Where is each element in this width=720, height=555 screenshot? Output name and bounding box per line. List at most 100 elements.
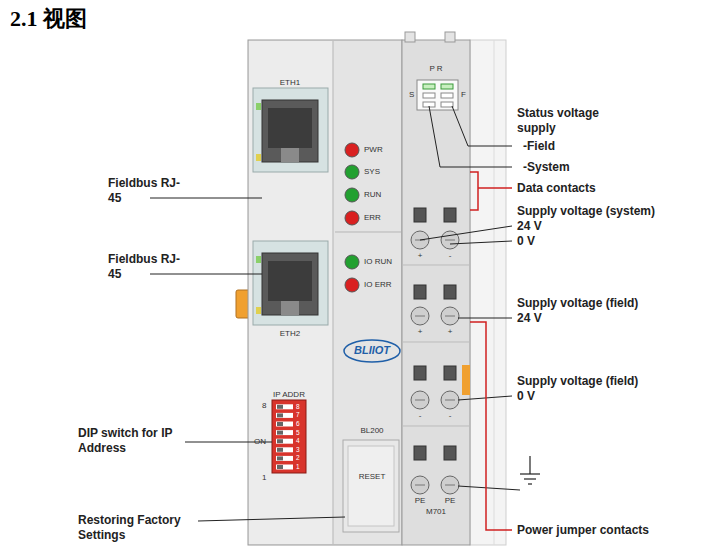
terminal-opening — [444, 208, 456, 222]
device-marking: IP ADDR — [273, 390, 305, 400]
reset-button — [348, 446, 394, 526]
dip-number: 2 — [296, 455, 300, 462]
callout-label: Fieldbus RJ-45 — [108, 176, 180, 206]
device-marking: ON — [254, 437, 266, 447]
callout-label: -Field — [523, 139, 555, 154]
reset-button — [343, 440, 399, 532]
section-title: 2.1 视图 — [10, 6, 87, 32]
callout-label: 0 V — [517, 234, 535, 249]
dip-slider — [277, 413, 283, 417]
terminal-clamp — [411, 307, 429, 325]
terminal-clamp — [411, 476, 429, 494]
dip-slot — [276, 430, 293, 435]
callout-label: 24 V — [517, 311, 542, 326]
terminal-module — [462, 365, 470, 395]
device-marking: ERR — [364, 213, 381, 223]
callout-label: -System — [523, 160, 570, 175]
callout-label: Supply voltage (field) — [517, 374, 638, 389]
dip-slider — [277, 405, 283, 409]
leader-lines — [420, 226, 512, 240]
device-marking: PE — [415, 496, 426, 506]
terminal-clamp — [441, 476, 459, 494]
leader-lines — [458, 486, 520, 490]
terminal-clamp — [445, 316, 455, 317]
eth1-port — [256, 103, 261, 110]
terminal-module — [402, 32, 470, 545]
device-marking: - — [449, 251, 452, 261]
ground-symbol — [520, 456, 540, 484]
eth2-port — [262, 253, 318, 315]
callout-label: Data contacts — [517, 181, 596, 196]
status-leds — [345, 143, 359, 157]
dip-switch — [272, 400, 306, 473]
coupler-housing — [248, 40, 402, 545]
dip-number: 8 — [296, 404, 300, 411]
dip-switch — [272, 400, 306, 473]
device-marking: S — [409, 90, 414, 100]
eth1-port — [262, 100, 318, 162]
status-leds — [345, 278, 359, 292]
dip-slot — [276, 465, 293, 470]
terminal-module — [423, 84, 435, 89]
callout-label: Fieldbus RJ-45 — [108, 252, 180, 282]
dip-slider — [277, 422, 283, 426]
eth1-port — [253, 88, 328, 172]
terminal-clamp — [441, 307, 459, 325]
leader-lines — [450, 241, 512, 244]
device-marking: PE — [445, 496, 456, 506]
device-marking: BL200 — [360, 426, 383, 436]
terminal-module — [445, 32, 455, 42]
eth1-port — [268, 108, 312, 148]
rail — [470, 40, 506, 545]
terminal-module — [441, 93, 453, 98]
dip-number: 6 — [296, 421, 300, 428]
terminal-module — [441, 102, 453, 107]
dip-slider — [277, 439, 283, 443]
device-marking: + — [418, 327, 423, 337]
ground-symbol — [520, 473, 540, 474]
device-marking: IO ERR — [364, 280, 392, 290]
dip-slot — [276, 439, 293, 444]
dip-slider — [277, 448, 283, 452]
eth1-port — [256, 154, 261, 161]
dip-slider — [277, 431, 283, 435]
leader-lines — [150, 198, 262, 199]
leader-lines — [150, 106, 520, 521]
red-brackets — [478, 187, 512, 189]
terminal-clamp — [445, 400, 455, 401]
callout-label: Power jumper contacts — [517, 523, 649, 538]
dip-number: 5 — [296, 430, 300, 437]
dip-slot — [276, 422, 293, 427]
coupler-housing — [249, 41, 333, 544]
device-marking: P R — [429, 64, 442, 74]
device-marking: 1 — [262, 473, 266, 483]
terminal-clamp — [445, 485, 455, 486]
terminals — [411, 208, 459, 494]
ground-symbol — [524, 478, 536, 479]
callout-label: Supply voltage (field) — [517, 296, 638, 311]
device-marking: IO RUN — [364, 257, 392, 267]
status-leds — [345, 165, 359, 179]
device-marking: F — [461, 90, 466, 100]
eth2-port — [253, 241, 328, 325]
eth2-port — [256, 256, 261, 263]
status-leds — [345, 143, 359, 292]
eth1-port — [253, 88, 328, 172]
leader-lines — [458, 396, 512, 400]
device-marking: RUN — [364, 190, 381, 200]
leader-lines — [198, 517, 345, 521]
dip-number: 1 — [296, 464, 300, 471]
callout-label: 24 V — [517, 219, 542, 234]
device-marking: SYS — [364, 167, 380, 177]
ground-symbol — [529, 456, 530, 474]
eth2-port — [256, 307, 261, 314]
ground-symbol — [528, 483, 532, 484]
logo-swoosh — [344, 340, 400, 362]
dip-slider — [277, 465, 283, 469]
callout-label: 0 V — [517, 389, 535, 404]
terminal-clamp — [415, 485, 425, 486]
terminal-clamp — [411, 391, 429, 409]
eth2-port — [268, 261, 312, 301]
callout-label: Restoring Factory Settings — [78, 513, 203, 543]
